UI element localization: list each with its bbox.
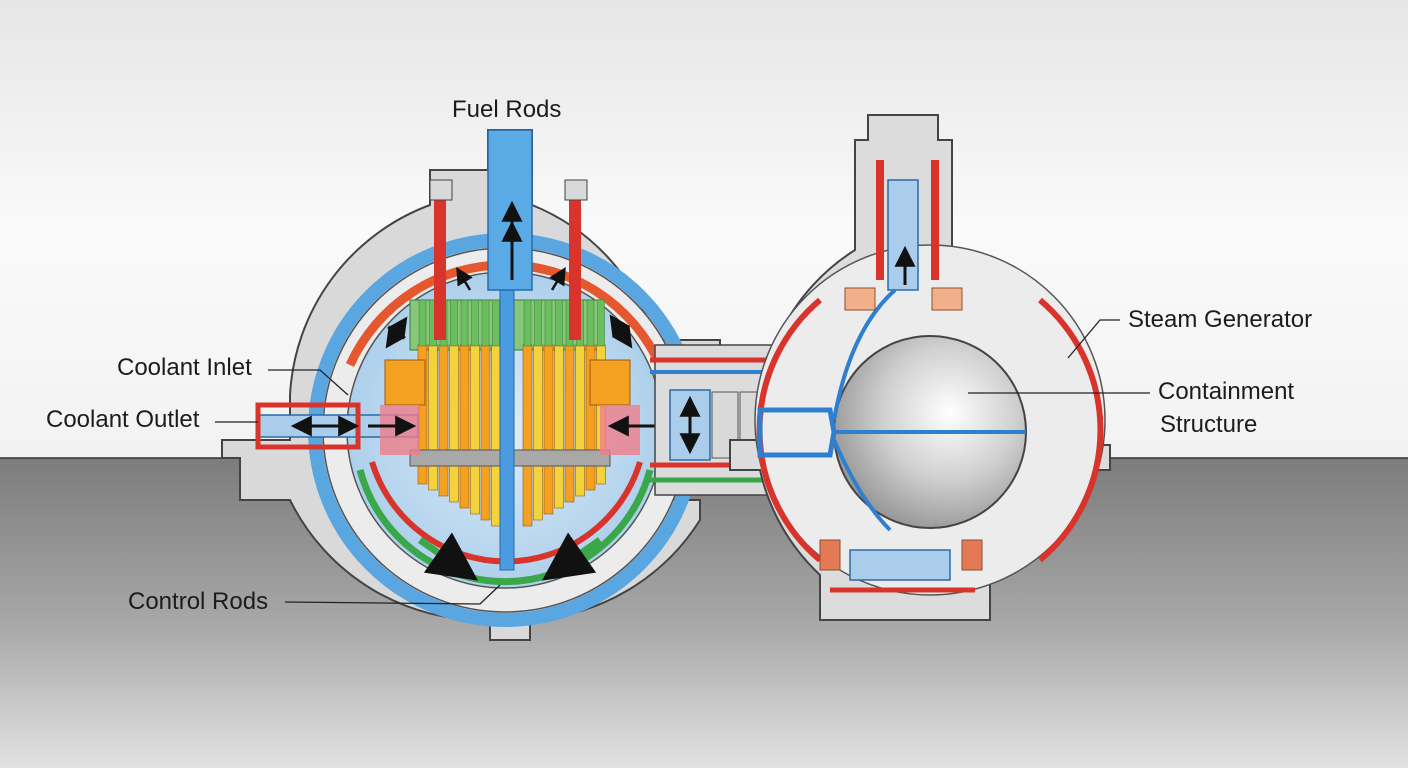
fuel-bar	[575, 344, 585, 497]
label-control-rods: Control Rods	[128, 588, 269, 615]
fuel-rod-top	[450, 299, 458, 347]
fuel-rod-top	[597, 299, 605, 347]
fuel-bar	[480, 344, 491, 521]
fuel-bar	[428, 344, 438, 491]
fuel-rod-top	[534, 299, 542, 347]
steam-generator	[729, 114, 1111, 621]
fuel-bar	[470, 344, 480, 515]
leader-control-rods	[284, 584, 501, 605]
fuel-rod-top	[492, 299, 500, 347]
fuel-bar	[543, 344, 554, 515]
fuel-rod-top	[555, 299, 563, 347]
ground-background	[0, 458, 1408, 768]
leader-steam-generator	[1067, 319, 1120, 359]
fuel-bar	[554, 344, 564, 509]
fuel-bar	[522, 344, 533, 527]
fuel-bar	[449, 344, 459, 503]
fuel-bar	[459, 344, 470, 509]
fuel-rod-top	[481, 299, 490, 347]
top-nozzle	[487, 129, 533, 291]
label-containment-line1: Containment	[1158, 378, 1295, 405]
label-steam-generator: Steam Generator	[1128, 306, 1313, 333]
leader-lines	[215, 319, 1150, 605]
label-containment-line2: Structure	[1160, 411, 1258, 438]
label-fuel-rods: Fuel Rods	[452, 96, 562, 123]
fuel-rod-top	[586, 299, 595, 347]
leader-coolant-inlet	[268, 369, 349, 396]
label-coolant-inlet: Coolant Inlet	[117, 354, 252, 381]
fuel-rod-top	[471, 299, 479, 347]
fuel-bar	[438, 344, 449, 497]
fuel-rod-top	[523, 299, 532, 347]
fuel-rod-top	[544, 299, 553, 347]
fuel-rod-top	[460, 299, 469, 347]
fuel-bar	[533, 344, 543, 521]
reactor-vessel	[221, 129, 721, 641]
fuel-rod-top	[418, 299, 427, 347]
label-coolant-outlet: Coolant Outlet	[46, 406, 200, 433]
fuel-bar	[564, 344, 575, 503]
fuel-bar	[491, 344, 501, 527]
